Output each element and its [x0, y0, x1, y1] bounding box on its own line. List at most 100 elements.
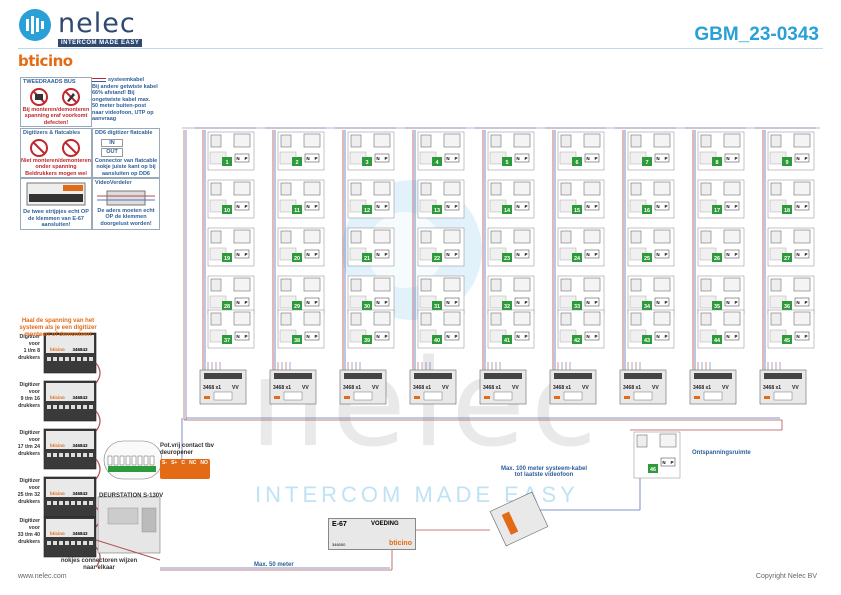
unit-number: 3	[365, 160, 368, 166]
unit-number-badge	[292, 253, 302, 262]
terminal-p: P	[734, 156, 737, 161]
intercom-handset-icon	[350, 182, 362, 196]
unit-number-badge	[502, 157, 512, 166]
intercom-handset-icon	[560, 230, 572, 244]
np-terminal	[724, 249, 740, 259]
unit-number-badge	[362, 157, 372, 166]
unit-number: 17	[714, 208, 720, 214]
digitizer-module	[43, 516, 101, 568]
digitizer-brand: bticino	[50, 443, 65, 448]
document-id: GBM_23-0343	[694, 24, 819, 45]
digitizer-label: drukkers	[18, 499, 40, 505]
flatcable	[95, 410, 101, 432]
unit-number: 20	[294, 256, 300, 262]
legend-bus-warning: Bij monteren/demonteren spanning eraf vo…	[22, 106, 90, 126]
np-terminal	[584, 331, 600, 341]
distributor-terminals	[414, 373, 452, 379]
apartment-unit	[627, 275, 675, 315]
legend-cable-text: Bij andere getwiste kabel 66% afstand! B…	[92, 83, 158, 123]
intercom-handset-icon	[490, 134, 502, 148]
distributor-vv: VV	[722, 385, 729, 391]
cable-icon	[92, 78, 106, 83]
distributor-brand-mark	[624, 396, 630, 399]
distributor-brand-mark	[694, 396, 700, 399]
button-terminal	[65, 541, 69, 545]
legend-cable: systeemkabel Bij andere getwiste kabel 6…	[92, 77, 158, 125]
terminal-p: P	[804, 204, 807, 209]
np-terminal	[304, 249, 320, 259]
distributor-brand-mark	[344, 396, 350, 399]
terminal-n: N	[236, 156, 239, 161]
intercom-handset-icon	[210, 134, 222, 148]
door-station-module	[107, 507, 139, 525]
terminal-n: N	[586, 252, 589, 257]
button-terminal	[77, 541, 81, 545]
videophone-screen-icon	[723, 229, 741, 244]
terminal-n: N	[656, 252, 659, 257]
apartment-unit	[347, 309, 395, 349]
np-terminal	[514, 297, 530, 307]
intercom-handset-icon	[280, 134, 292, 148]
unit-number-badge	[432, 157, 442, 166]
np-terminal	[304, 331, 320, 341]
unit-number-badge	[782, 335, 792, 344]
intercom-handset-icon	[770, 278, 782, 292]
distributor-vv: VV	[792, 385, 799, 391]
np-terminal	[304, 297, 320, 307]
distributor-icon	[97, 190, 155, 205]
unit-number-badge	[292, 157, 302, 166]
terminal-n: N	[516, 334, 519, 339]
np-terminal	[444, 249, 460, 259]
terminal-p: P	[244, 156, 247, 161]
digitizer-label: 25 t/m 32	[18, 492, 40, 498]
apartment-unit	[487, 227, 535, 267]
button-terminal	[53, 357, 57, 361]
video-distributor	[479, 362, 527, 405]
unit-number: 45	[784, 338, 790, 344]
distributor-connector	[283, 391, 303, 401]
no-flatcable-icon	[30, 138, 80, 157]
unit-number: 11	[294, 208, 300, 214]
videophone-screen-icon	[233, 277, 251, 292]
terminal-n: N	[726, 334, 729, 339]
intercom-handset-icon	[700, 182, 712, 196]
distributor-connector	[213, 391, 233, 401]
terminal-pin	[107, 455, 113, 466]
intercom-handset-icon	[420, 312, 432, 326]
button-terminal	[53, 541, 57, 545]
max-50-note: Max. 50 meter	[254, 562, 294, 568]
np-terminal	[234, 153, 250, 163]
videophone-screen-icon	[443, 133, 461, 148]
e67-terminal-icon	[26, 182, 86, 206]
unit-number: 13	[434, 208, 440, 214]
button-terminal	[89, 357, 93, 361]
apartment-unit	[347, 227, 395, 267]
unit-number-badge	[572, 157, 582, 166]
np-terminal	[794, 249, 810, 259]
flatcable	[95, 458, 101, 480]
np-terminal	[794, 297, 810, 307]
np-terminal	[444, 201, 460, 211]
apartment-unit	[207, 227, 255, 267]
flatcable	[95, 362, 101, 384]
intercom-handset-icon	[490, 312, 502, 326]
apartment-unit	[767, 275, 815, 315]
terminal-n: N	[516, 204, 519, 209]
videophone-screen-icon	[303, 181, 321, 196]
np-terminal	[514, 201, 530, 211]
videophone-screen-icon	[233, 311, 251, 326]
distributor-vv: VV	[652, 385, 659, 391]
apartment-unit	[487, 275, 535, 315]
apartment-unit	[277, 131, 325, 171]
unit-number: 10	[224, 208, 230, 214]
unit-number: 44	[714, 338, 721, 344]
digitizer-label: drukkers	[18, 355, 40, 361]
apartment-unit	[557, 227, 605, 267]
unit-number-badge	[502, 335, 512, 344]
unit-number-badge	[712, 335, 722, 344]
intercom-handset-icon	[350, 134, 362, 148]
digitizer-label: drukkers	[18, 539, 40, 545]
button-terminal	[65, 405, 69, 409]
legend-bus-title: TWEEDRAADS BUS	[23, 79, 76, 85]
digitizer-label: voor	[29, 389, 40, 395]
